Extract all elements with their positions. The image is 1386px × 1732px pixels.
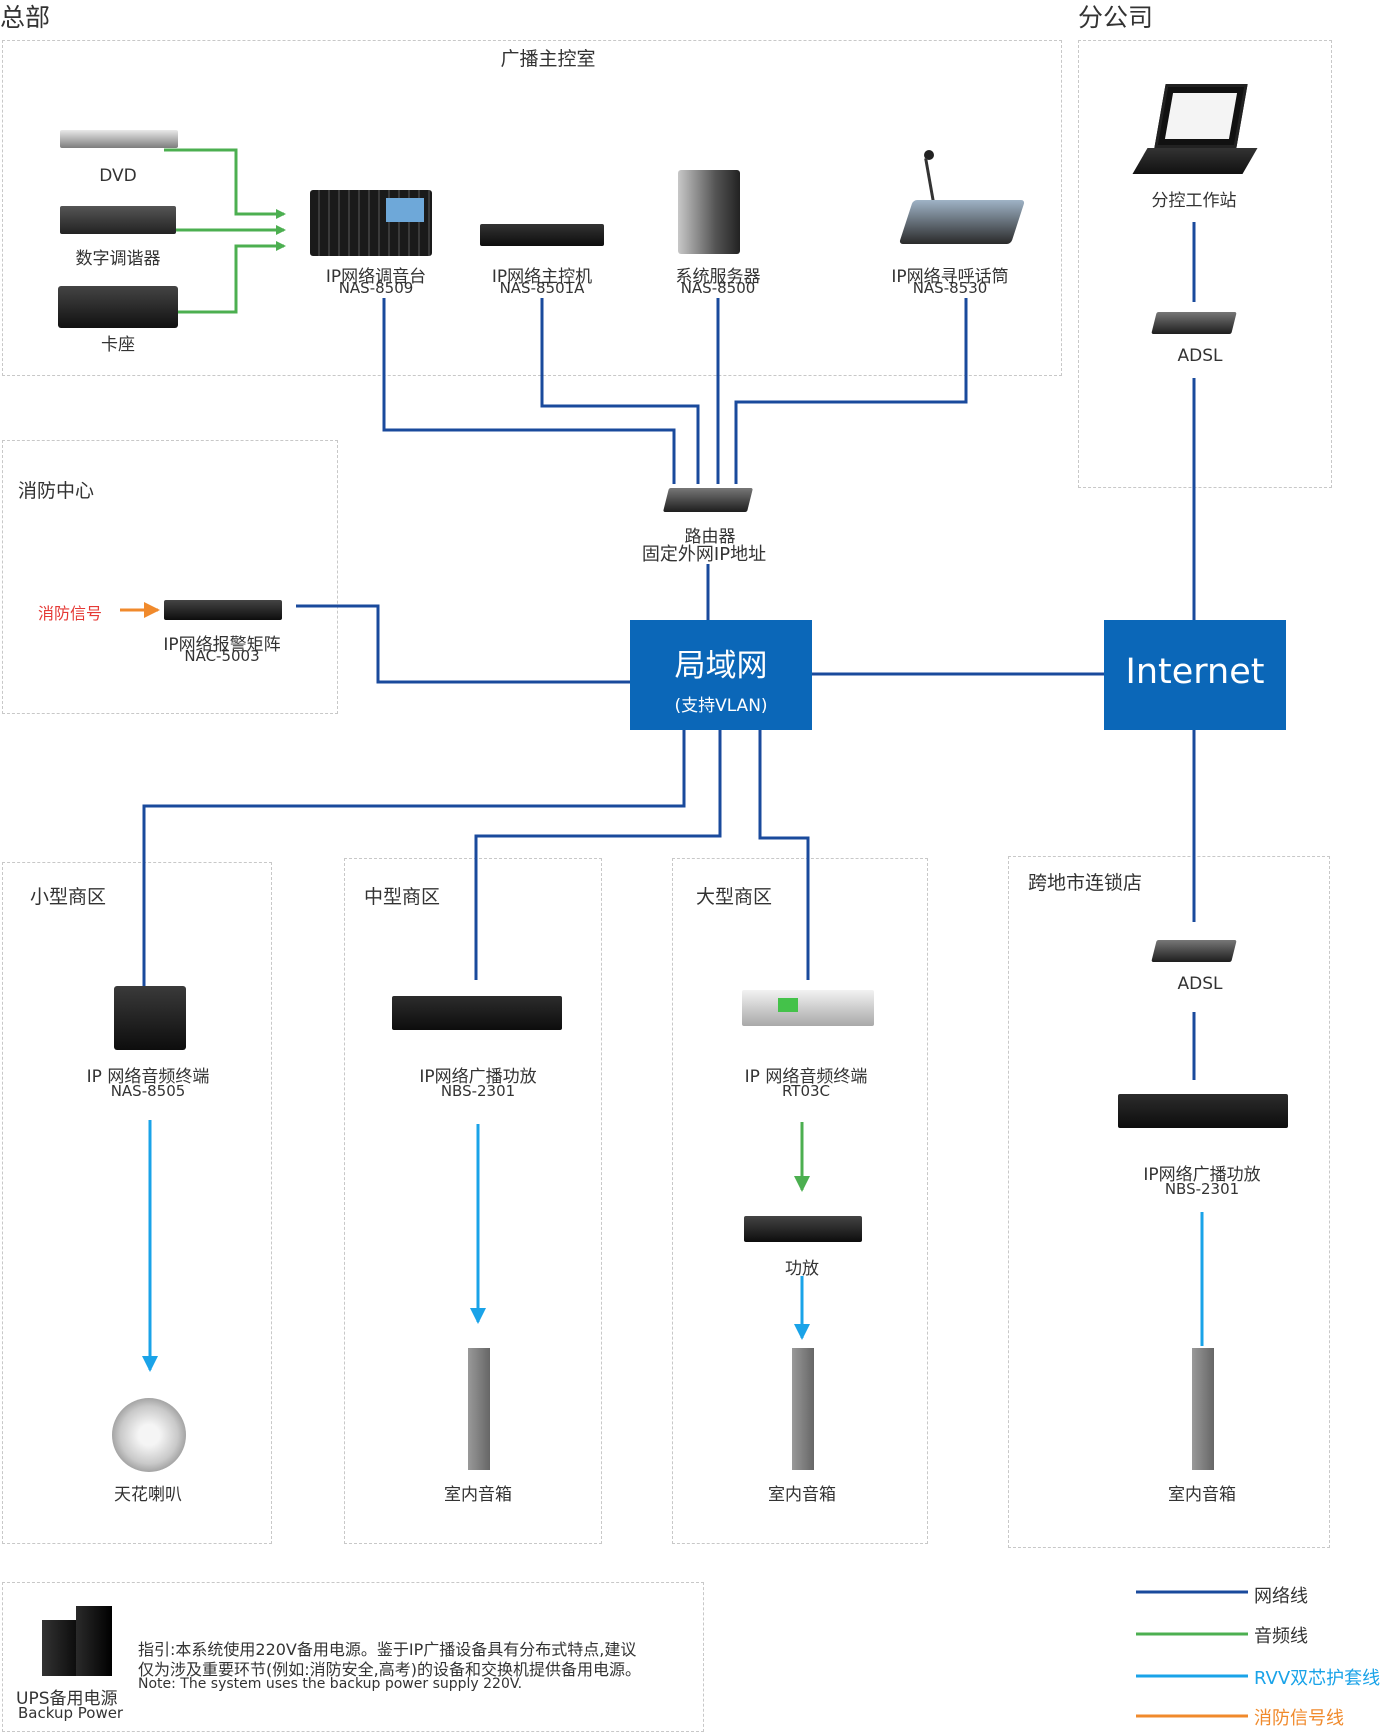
legend-rvv: RVV双芯护套线 (1254, 1668, 1381, 1689)
legend-network: 网络线 (1254, 1586, 1308, 1607)
chain-broadcast-amp-icon (1118, 1094, 1288, 1128)
router-label: 路由器 (684, 527, 736, 547)
audio-terminal-rt03c-icon (742, 990, 874, 1026)
lan-title: 局域网 (674, 648, 768, 684)
small-device-name: IP 网络音频终端 (86, 1067, 210, 1087)
branch-region (1078, 40, 1332, 488)
ups-icon (42, 1606, 112, 1678)
dvd-player-icon (60, 130, 178, 148)
medium-device-name: IP网络广播功放 (419, 1067, 537, 1087)
audio-lines (164, 148, 810, 1192)
chain-adsl-icon (1151, 940, 1237, 962)
laptop-icon (1132, 84, 1258, 186)
server-name: 系统服务器 (675, 267, 761, 287)
paging-microphone-icon (898, 150, 1026, 250)
fire-signal-label: 消防信号 (38, 604, 103, 623)
small-zone-title: 小型商区 (30, 886, 107, 908)
mixer-icon (310, 190, 432, 256)
server-model: NAS-8500 (680, 279, 756, 297)
large-zone-region (672, 858, 928, 1544)
network-lines (142, 222, 1196, 1080)
large-device-name: IP 网络音频终端 (744, 1067, 868, 1087)
main-controller-model: NAS-8501A (499, 279, 585, 297)
internet-hub: Internet (1104, 620, 1286, 730)
ups-label-cn: UPS备用电源 (16, 1689, 118, 1709)
legend-fire: 消防信号线 (1254, 1708, 1344, 1729)
chain-adsl-label: ADSL (1177, 974, 1223, 994)
broadcast-amp-icon (392, 996, 562, 1030)
medium-zone-region (344, 858, 602, 1544)
small-zone-region (2, 862, 272, 1544)
paging-mic-name: IP网络寻呼话筒 (891, 267, 1009, 287)
tuner-icon (60, 206, 176, 234)
ups-note-2: 仅为涉及重要环节(例如:消防安全,高考)的设备和交换机提供备用电源。 (138, 1660, 641, 1679)
branch-adsl-icon (1151, 312, 1237, 334)
chain-store-region (1008, 856, 1330, 1548)
ceiling-speaker-icon (112, 1398, 186, 1472)
cassette-label: 卡座 (101, 335, 135, 355)
ceiling-speaker-label: 天花喇叭 (114, 1485, 182, 1505)
medium-device-model: NBS-2301 (440, 1082, 516, 1100)
column-speaker-icon (468, 1348, 490, 1470)
audio-terminal-icon (114, 986, 186, 1050)
alarm-matrix-model: NAC-5003 (184, 647, 260, 665)
alarm-matrix-name: IP网络报警矩阵 (163, 635, 281, 655)
branch-title: 分公司 (1078, 3, 1154, 32)
power-amp-icon (744, 1216, 862, 1242)
paging-mic-model: NAS-8530 (912, 279, 988, 297)
ups-note-1: 指引:本系统使用220V备用电源。鉴于IP广播设备具有分布式特点,建议 (138, 1640, 637, 1659)
control-room-region (2, 40, 1062, 376)
main-controller-icon (480, 224, 604, 246)
control-room-title: 广播主控室 (500, 48, 596, 70)
router-icon (663, 488, 753, 512)
medium-speaker-label: 室内音箱 (444, 1485, 512, 1505)
fire-center-title: 消防中心 (18, 480, 95, 502)
server-icon (678, 170, 740, 254)
chain-device-name: IP网络广播功放 (1143, 1165, 1261, 1185)
power-amp-label: 功放 (785, 1259, 819, 1279)
legend-audio: 音频线 (1254, 1626, 1308, 1647)
large-zone-title: 大型商区 (696, 886, 773, 908)
main-controller-name: IP网络主控机 (491, 267, 593, 287)
hq-title: 总部 (0, 3, 51, 32)
mixer-model: NAS-8509 (338, 279, 414, 297)
small-device-model: NAS-8505 (110, 1082, 186, 1100)
legend-lines (1136, 1590, 1248, 1718)
mixer-name: IP网络调音台 (325, 267, 427, 287)
chain-store-title: 跨地市连锁店 (1028, 872, 1143, 894)
ups-note-3: Note: The system uses the backup power s… (138, 1676, 523, 1692)
branch-adsl-label: ADSL (1177, 346, 1223, 366)
column-speaker-icon (1192, 1348, 1214, 1470)
alarm-matrix-icon (164, 600, 282, 620)
column-speaker-icon (792, 1348, 814, 1470)
rvv-lines (142, 1120, 1204, 1372)
router-ip-label: 固定外网IP地址 (641, 544, 767, 565)
tuner-label: 数字调谐器 (75, 249, 161, 269)
dvd-label: DVD (99, 166, 137, 186)
chain-speaker-label: 室内音箱 (1168, 1485, 1236, 1505)
fire-center-region (2, 440, 338, 714)
lan-hub: 局域网 (支持VLAN) (630, 620, 812, 730)
lan-subtitle: (支持VLAN) (674, 696, 768, 716)
large-device-model: RT03C (781, 1082, 831, 1100)
chain-device-model: NBS-2301 (1164, 1180, 1240, 1198)
workstation-label: 分控工作站 (1151, 191, 1237, 211)
medium-zone-title: 中型商区 (364, 886, 441, 908)
cassette-deck-icon (58, 286, 178, 328)
large-speaker-label: 室内音箱 (768, 1485, 836, 1505)
ups-label-en: Backup Power (18, 1704, 124, 1722)
internet-title: Internet (1125, 652, 1265, 692)
